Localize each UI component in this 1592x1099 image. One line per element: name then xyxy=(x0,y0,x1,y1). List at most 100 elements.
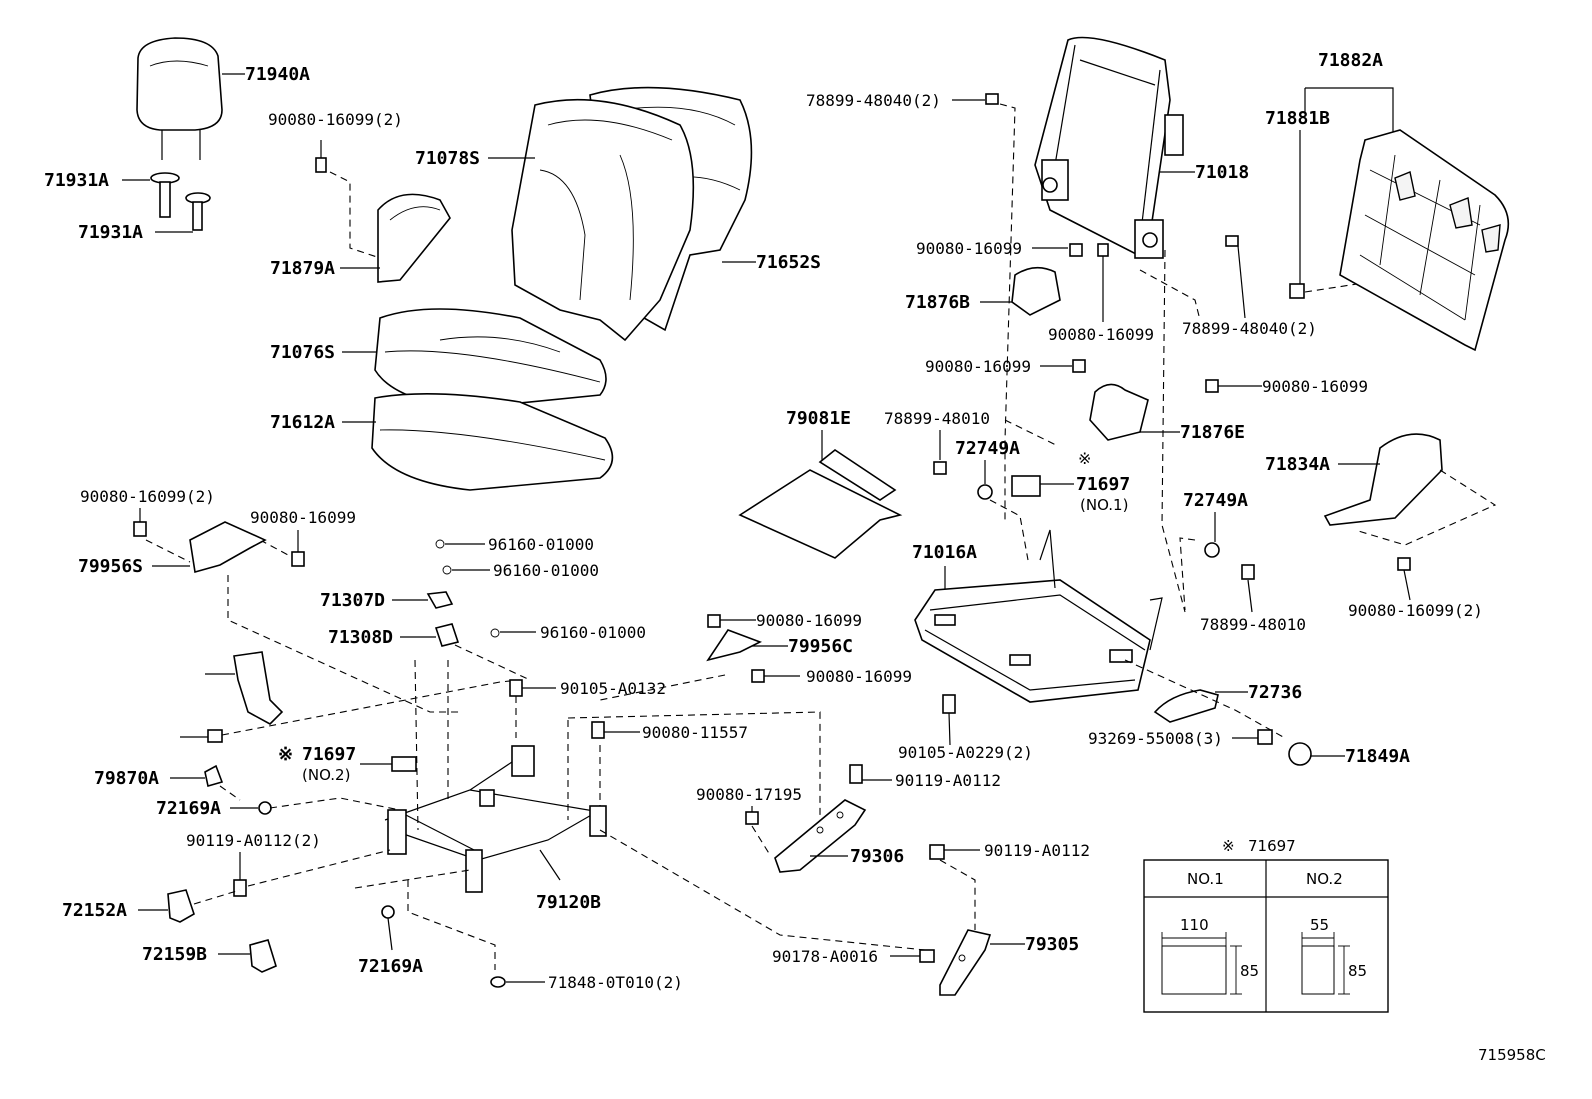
seatback-board-71882A[interactable] xyxy=(1339,129,1510,352)
bracket-79870A[interactable] xyxy=(204,764,224,788)
callout-71881B: 71881B xyxy=(1265,108,1330,129)
seat-cushion-pad-71612A[interactable] xyxy=(371,393,614,491)
callout-71876E: 71876E xyxy=(1180,422,1245,443)
cover-72159B[interactable] xyxy=(249,939,277,973)
cap-71849A[interactable] xyxy=(1288,742,1312,766)
bolt-icon xyxy=(1072,359,1086,373)
callout-79870A: 79870A xyxy=(94,768,159,789)
callout-90105-A0132: 90105-A0132 xyxy=(560,679,666,698)
hinge-cover-71876B[interactable] xyxy=(1011,266,1061,316)
nut-icon xyxy=(381,905,395,919)
callout-90080-16099-d: 90080-16099 xyxy=(925,357,1031,376)
bracket-79306[interactable] xyxy=(774,799,867,873)
callout-71848-0T010-2: 71848-0T010(2) xyxy=(548,973,683,992)
callout-79120B: 79120B xyxy=(536,892,601,913)
bolt-icon xyxy=(929,844,945,860)
cover-72152A[interactable] xyxy=(167,889,195,923)
figure-id: 715958C xyxy=(1478,1046,1546,1064)
carpet-79081E[interactable] xyxy=(738,449,903,559)
callout-71879A: 71879A xyxy=(270,258,335,279)
seat-frame-71016A[interactable] xyxy=(914,529,1163,703)
callout-71697-2-sub: (NO.2) xyxy=(302,766,350,784)
bolt-icon xyxy=(291,551,305,567)
callout-72169A-a: 72169A xyxy=(156,798,221,819)
callout-90080-16099-f: 90080-16099 xyxy=(250,508,356,527)
seatback-frame-71018[interactable] xyxy=(1034,36,1184,259)
callout-71308D: 71308D xyxy=(328,627,393,648)
callout-71078S: 71078S xyxy=(415,148,480,169)
screw-icon xyxy=(985,93,999,105)
callout-78899-48040-2-b: 78899-48040(2) xyxy=(1182,319,1317,338)
bolt-icon xyxy=(233,879,247,897)
seatbelt-buckle[interactable] xyxy=(233,651,284,725)
bolt-icon xyxy=(591,721,605,739)
trim-cover-71879A[interactable] xyxy=(377,193,451,283)
callout-78899-48010-b: 78899-48010 xyxy=(1200,615,1306,634)
callout-71834A: 71834A xyxy=(1265,454,1330,475)
callout-71697-1-sub: (NO.1) xyxy=(1080,496,1128,514)
clip-71308D[interactable] xyxy=(434,623,460,647)
bolt-icon xyxy=(1205,379,1219,393)
callout-90080-16099-g: 90080-16099 xyxy=(756,611,862,630)
legend-col-no2: NO.2 xyxy=(1306,870,1343,888)
callout-71849A: 71849A xyxy=(1345,746,1410,767)
callout-90105-A0229-2: 90105-A0229(2) xyxy=(898,743,1033,762)
screw-icon xyxy=(1225,235,1239,247)
callout-71307D: 71307D xyxy=(320,590,385,611)
headrest-guide-2[interactable] xyxy=(185,192,211,231)
clip-71307D[interactable] xyxy=(426,591,454,609)
legend-no1-width: 110 xyxy=(1180,916,1209,934)
legend-title: 71697 xyxy=(1248,837,1296,855)
bracket-79956C[interactable] xyxy=(706,629,762,662)
callout-71612A: 71612A xyxy=(270,412,335,433)
headrest-guide-1[interactable] xyxy=(150,172,180,218)
seat-track-79120B[interactable] xyxy=(384,745,607,893)
callout-72152A: 72152A xyxy=(62,900,127,921)
nut-icon xyxy=(1204,542,1220,558)
callout-79306: 79306 xyxy=(850,846,904,867)
cover-71834A[interactable] xyxy=(1323,433,1443,526)
lever-72736[interactable] xyxy=(1153,689,1219,723)
nut-icon xyxy=(977,484,993,500)
callout-93269-55008-3: 93269-55008(3) xyxy=(1088,729,1223,748)
nut-icon xyxy=(258,801,272,815)
callout-71940A: 71940A xyxy=(245,64,310,85)
bracket-79956S[interactable] xyxy=(189,521,267,574)
callout-71018: 71018 xyxy=(1195,162,1249,183)
callout-90080-16099-e: 90080-16099 xyxy=(1262,377,1368,396)
callout-79081E: 79081E xyxy=(786,408,851,429)
callout-90119-A0112-a: 90119-A0112 xyxy=(895,771,1001,790)
legend-no2-width: 55 xyxy=(1310,916,1329,934)
bolt-icon xyxy=(707,614,721,628)
clip-icon xyxy=(490,628,500,638)
label-plate-71697-2[interactable] xyxy=(391,756,417,772)
callout-79305: 79305 xyxy=(1025,934,1079,955)
callout-90080-16099-h: 90080-16099 xyxy=(806,667,912,686)
hinge-cover-71876E[interactable] xyxy=(1089,383,1149,441)
callout-72169A-b: 72169A xyxy=(358,956,423,977)
bolt-icon xyxy=(849,764,863,784)
callout-71876B: 71876B xyxy=(905,292,970,313)
bolt-icon xyxy=(745,811,759,825)
callout-78899-48010-a: 78899-48010 xyxy=(884,409,990,428)
callout-71931A-2: 71931A xyxy=(78,222,143,243)
bracket-79305[interactable] xyxy=(939,929,992,996)
label-plate-71697-1[interactable] xyxy=(1011,475,1041,497)
legend-mark: ※ xyxy=(1222,837,1235,855)
callout-71882A: 71882A xyxy=(1318,50,1383,71)
bolt-icon xyxy=(1397,557,1411,571)
callout-96160-01000-a: 96160-01000 xyxy=(488,535,594,554)
headrest-part[interactable] xyxy=(136,37,223,160)
callout-90119-A0112-b: 90119-A0112 xyxy=(984,841,1090,860)
clip-icon xyxy=(442,565,452,575)
callout-79956S: 79956S xyxy=(78,556,143,577)
legend-71697: ※ 71697 NO.1 NO.2 110 85 55 85 xyxy=(1143,837,1389,1013)
bolt-icon xyxy=(509,679,523,697)
bolt-icon xyxy=(751,669,765,683)
seat-back-cover-71078S[interactable] xyxy=(511,98,695,342)
bolt-icon xyxy=(207,729,223,743)
callout-72749A-b: 72749A xyxy=(1183,490,1248,511)
seat-cushion-cover-71076S[interactable] xyxy=(374,308,607,409)
callout-90080-16099-c: 90080-16099 xyxy=(1048,325,1154,344)
screw-icon xyxy=(1241,564,1255,580)
